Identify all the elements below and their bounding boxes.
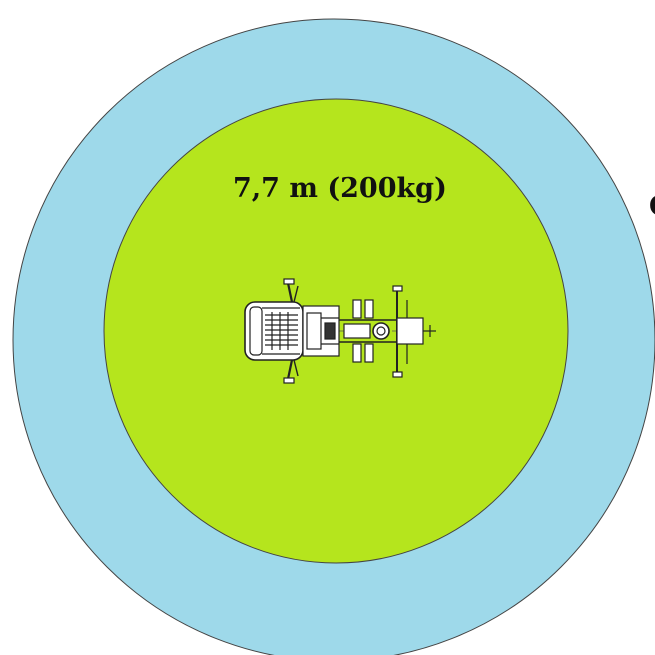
outer-zone-label: C bbox=[649, 191, 655, 222]
crane-truck-top-view-icon bbox=[244, 278, 436, 384]
inner-zone-label: 7,7 m (200kg) bbox=[233, 173, 447, 204]
